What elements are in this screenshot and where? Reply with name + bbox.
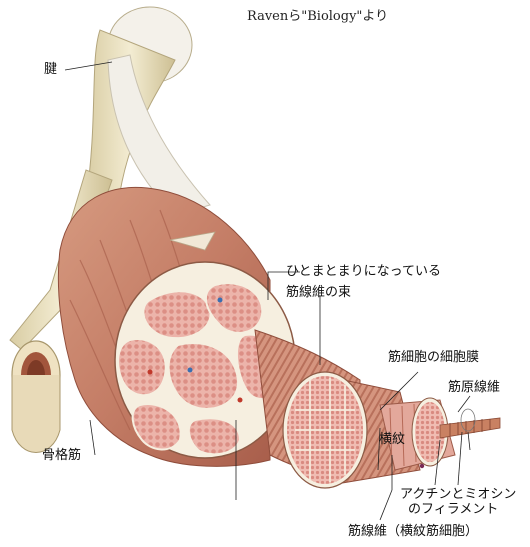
- label-tendon: 腱: [44, 62, 57, 77]
- label-myofibril: 筋原線維: [448, 380, 500, 395]
- label-muscle-fiber: 筋線維（横紋筋細胞）: [348, 524, 478, 539]
- label-sarcolemma: 筋細胞の細胞膜: [388, 350, 479, 365]
- actin-myosin-filaments: [440, 409, 500, 438]
- label-striations: 横紋: [379, 432, 405, 447]
- label-actin-myosin-line2: のフィラメント: [408, 502, 498, 517]
- label-skeletal-muscle: 骨格筋: [42, 448, 81, 463]
- label-actin-myosin-line1: アクチンとミオシン: [400, 487, 516, 502]
- label-bundle-line1: ひとまとまりになっている: [286, 264, 441, 279]
- label-bundle-line2: 筋線維の束: [286, 285, 351, 300]
- credit-text: Ravenら"Biology"より: [247, 5, 388, 24]
